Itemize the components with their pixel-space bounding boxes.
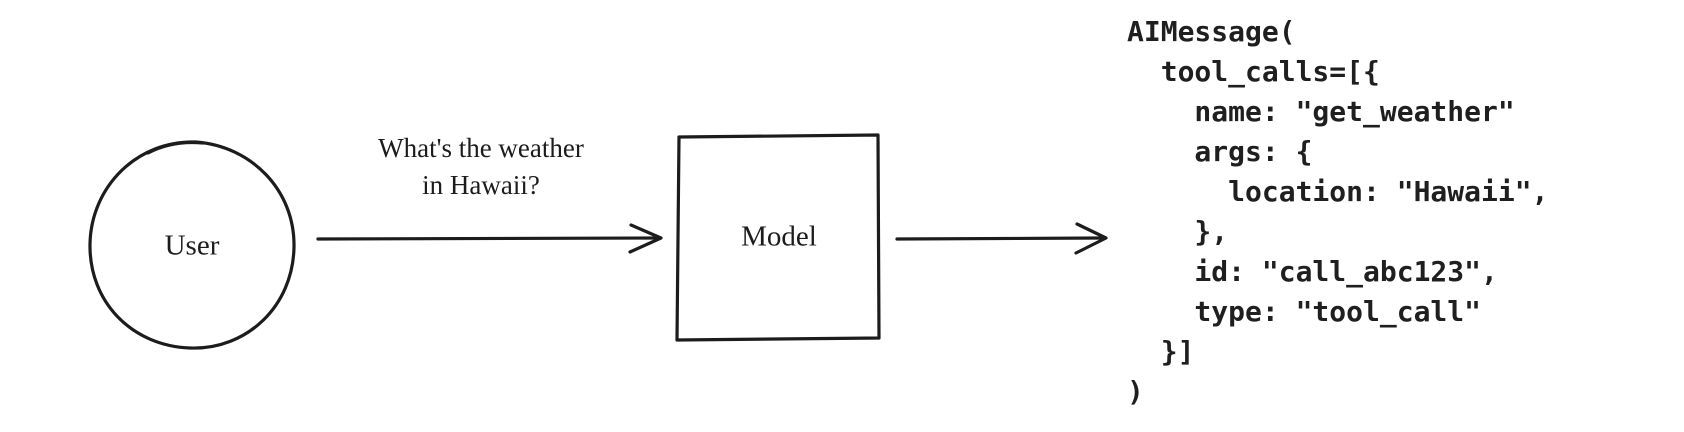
user-node-label: User xyxy=(164,229,220,262)
model-box xyxy=(675,133,881,342)
model-node-label: Model xyxy=(741,220,817,253)
query-text-line1: What's the weather xyxy=(378,133,584,163)
query-text-line2: in Hawaii? xyxy=(422,170,540,200)
user-circle xyxy=(88,140,296,350)
aimessage-code-block: AIMessage( tool_calls=[{ name: "get_weat… xyxy=(1127,15,1549,408)
arrow-model-to-output xyxy=(895,222,1108,255)
query-text: What's the weather in Hawaii? xyxy=(378,130,584,204)
arrow-user-to-model xyxy=(316,223,663,254)
